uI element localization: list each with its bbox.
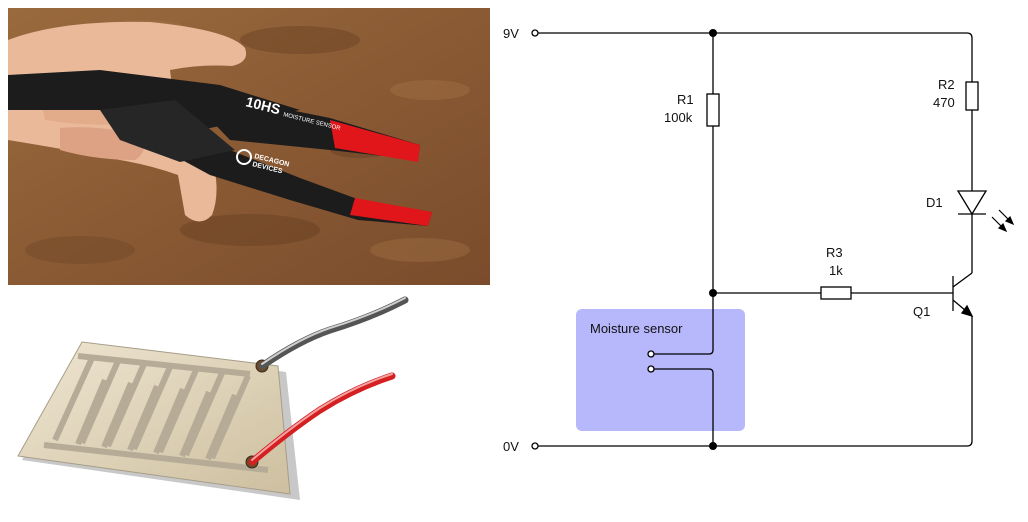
top-wire-highlight [261, 297, 406, 365]
r2-name-label: R2 [938, 77, 955, 92]
bottom-wire-highlight [251, 373, 393, 461]
r3-value-label: 1k [829, 263, 843, 278]
sensor-contact-bottom [647, 365, 655, 373]
light-emission-icon [991, 209, 1015, 233]
resistor-r3 [820, 286, 852, 300]
sensor-contact-top [647, 350, 655, 358]
wires [538, 32, 973, 447]
r2-value-label: 470 [933, 95, 955, 110]
ground-terminal [531, 442, 539, 450]
junction-middle [709, 289, 717, 297]
resistor-r2 [965, 81, 979, 111]
moisture-sensor-box [576, 309, 745, 431]
top-wire [258, 296, 409, 370]
comb-traces [43, 353, 269, 473]
sensor-board-sketch [17, 296, 409, 500]
d1-name-label: D1 [926, 195, 943, 210]
r1-value-label: 100k [664, 110, 693, 125]
junction-bottom [709, 442, 717, 450]
r3-name-label: R3 [826, 245, 843, 260]
led-d1-symbol [956, 190, 988, 216]
junction-top [709, 29, 717, 37]
moisture-sensor-label: Moisture sensor [590, 321, 683, 336]
bottom-wire [248, 372, 396, 466]
supply-label: 9V [503, 26, 519, 41]
decagon-logo-icon [236, 149, 252, 165]
circuit: 9V 0V R1 100k R2 470 R3 1k D1 Q1 Moistur… [503, 26, 1015, 454]
probe: 10HS MOISTURE SENSOR DECAGON DEVICES [8, 70, 432, 226]
transistor-q1-symbol [952, 272, 974, 318]
r1-name-label: R1 [677, 92, 694, 107]
resistor-r1 [706, 93, 720, 127]
ground-label: 0V [503, 439, 519, 454]
supply-terminal [531, 29, 539, 37]
q1-name-label: Q1 [913, 304, 930, 319]
probe-photo: 10HS MOISTURE SENSOR DECAGON DEVICES [8, 8, 490, 285]
